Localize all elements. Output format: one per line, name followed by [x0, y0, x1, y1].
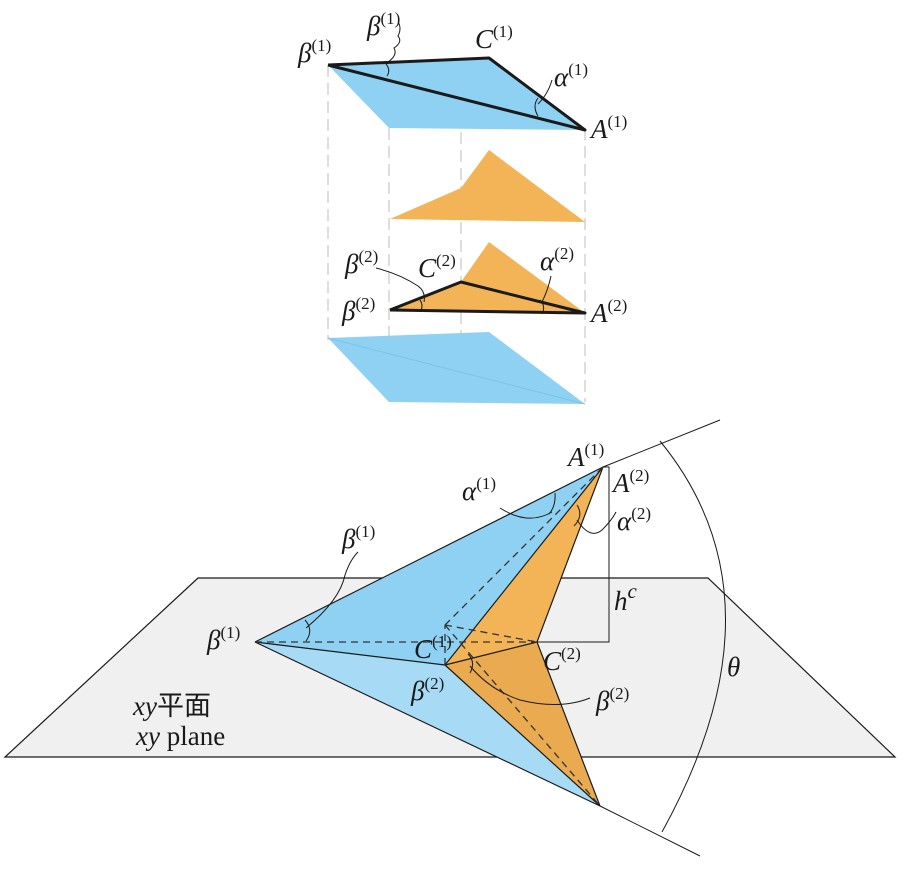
label-beta2-angle: β(2): [344, 247, 378, 279]
beta1-leader: [305, 551, 359, 629]
label-A1-bottom: A(1): [566, 440, 604, 472]
beta1-arc: [385, 63, 390, 77]
edge-beta1-A: [254, 466, 604, 643]
alpha1-leader: [499, 507, 553, 519]
spatial-view: [3, 419, 897, 857]
label-alpha1-bottom: α(1): [462, 474, 496, 506]
label-A1: A(1): [589, 112, 627, 144]
orange-face-lower: [445, 642, 600, 806]
label-theta: θ: [727, 652, 740, 682]
label-alpha2-bottom: α(2): [617, 504, 651, 536]
orange-face-middle: [390, 150, 585, 222]
label-C2: C(2): [418, 251, 456, 283]
label-C1-bottom: C(1): [414, 632, 452, 664]
label-beta1-vertex-bottom: β(1): [206, 623, 240, 655]
edge-beta1-C1: [254, 641, 446, 666]
blue-face-top: [328, 58, 585, 130]
label-alpha2: α(2): [540, 244, 574, 276]
alpha2-arc: [573, 504, 581, 527]
label-xy-plane-en: xy plane: [135, 721, 225, 751]
projection-edge: [327, 337, 586, 405]
alpha1-leader: [537, 79, 553, 105]
edge-C2-bottom: [536, 641, 601, 807]
edge-C2-A: [536, 466, 604, 643]
triangle-2-outline: [389, 280, 587, 315]
alpha2-leader: [541, 275, 552, 303]
alpha2-arc: [539, 299, 545, 315]
label-alpha1: α(1): [554, 60, 588, 92]
blue-face-upper: [255, 467, 603, 665]
label-xy-plane-zh: xy平面: [132, 691, 211, 721]
blue-face-bottom: [328, 332, 585, 404]
label-beta1-vertex: β(1): [297, 36, 331, 68]
alpha1-arc: [534, 97, 539, 117]
beta2-arc: [419, 299, 423, 313]
edge-C1-C2: [444, 641, 538, 666]
edge-C1-bottom: [444, 664, 601, 807]
label-beta2-vertex: β(2): [341, 294, 375, 326]
orange-face-lower: [390, 242, 585, 313]
hidden-line: [444, 466, 604, 626]
theta-arc: [659, 440, 726, 833]
label-hc: hc: [614, 579, 638, 616]
label-A2: A(2): [589, 296, 627, 328]
label-beta1-angle: β(1): [366, 9, 400, 41]
hidden-line: [444, 624, 601, 807]
edge-beta1-bottom: [254, 641, 601, 807]
label-beta2-vertex-bottom: β(2): [410, 674, 444, 706]
height-hc-line: [537, 466, 610, 643]
edge-C1-A: [444, 466, 604, 666]
label-beta2-angle-bottom: β(2): [595, 684, 629, 716]
incline-line-lower: [599, 805, 701, 857]
label-beta1-angle-bottom: β(1): [341, 522, 375, 554]
hidden-line: [444, 624, 538, 643]
label-A2-bottom: A(2): [611, 466, 649, 498]
beta1-arc: [304, 619, 311, 642]
exploded-view: [327, 21, 587, 405]
beta2-leader: [375, 267, 425, 303]
alpha2-leader: [576, 511, 617, 534]
beta2-leader: [469, 665, 591, 706]
triangle-1-outline: [327, 56, 587, 132]
beta1-leader: [387, 21, 401, 63]
beta2-arc: [467, 653, 474, 674]
label-C1: C(1): [475, 22, 513, 54]
label-C2-bottom: C(2): [543, 644, 581, 676]
